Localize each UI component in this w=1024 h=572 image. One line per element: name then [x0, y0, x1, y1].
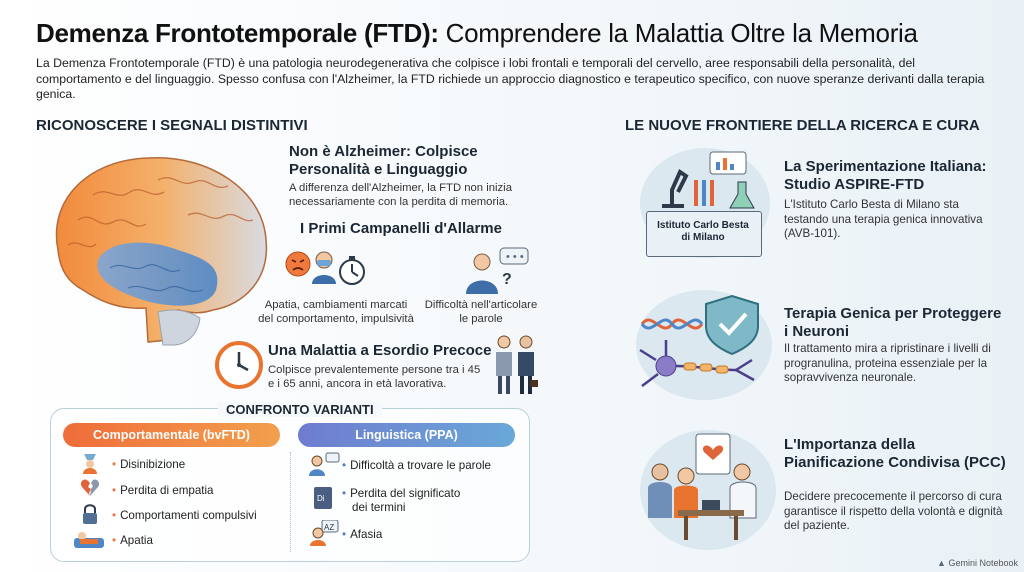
lab-desk [646, 211, 762, 257]
couch-person-icon [74, 532, 104, 548]
variant-b-item-cont: dei termini [352, 501, 406, 514]
variant-a-item: •Disinibizione [112, 458, 186, 471]
behavioral-variant-pill: Comportamentale (bvFTD) [63, 423, 280, 447]
clock-icon [215, 341, 263, 389]
speech-bubble-person-icon [309, 452, 340, 476]
title-bold: Demenza Frontotemporale (FTD): [36, 18, 439, 48]
research-2-text: Il trattamento mira a ripristinare i liv… [784, 342, 991, 384]
lab-microscope-icon [662, 151, 755, 209]
person-mask-icon [312, 251, 336, 284]
research-1-title: La Sperimentazione Italiana: Studio ASPI… [784, 158, 987, 193]
lock-icon [83, 504, 97, 524]
variant-a-item: •Perdita di empatia [112, 484, 214, 497]
stopwatch-icon [339, 256, 365, 285]
angry-face-icon [285, 251, 311, 277]
workers-icon [496, 335, 538, 394]
title-rest: Comprendere la Malattia Oltre la Memoria [438, 18, 918, 48]
intro-text: La Demenza Frontotemporale (FTD) è una p… [36, 56, 985, 101]
not-alzheimer-title: Non è Alzheimer: Colpisce Personalità e … [289, 143, 478, 178]
research-3-text: Decidere precocemente il percorso di cur… [784, 490, 1003, 532]
research-1-text: L'Istituto Carlo Besta di Milano sta tes… [784, 198, 983, 240]
alarm-a-text: Apatia, cambiamenti marcati del comporta… [258, 299, 414, 325]
early-onset-text: Colpisce prevalentemente persone tra i 4… [268, 364, 481, 390]
broken-heart-icon [80, 479, 100, 496]
care-planning-icon [648, 433, 757, 540]
az-person-icon: AZ [310, 520, 339, 546]
variant-a-item: •Apatia [112, 534, 153, 547]
variant-b-item: •Difficoltà a trovare le parole [342, 459, 491, 472]
early-onset-title: Una Malattia a Esordio Precoce [268, 342, 492, 359]
footer-label: Gemini Notebook [948, 558, 1018, 568]
variant-b-item: •Perdita del significato [342, 487, 461, 500]
alarm-b-text: Difficoltà nell'articolare le parole [424, 299, 538, 325]
dna-shield-neuron-icon [639, 294, 759, 387]
gemini-icon: ▲ [937, 558, 946, 568]
variant-a-item: •Comportamenti compulsivi [112, 509, 257, 522]
research-2-title: Terapia Genica per Proteggere i Neuroni [784, 305, 1002, 340]
left-section-title: RICONOSCERE I SEGNALI DISTINTIVI [36, 117, 308, 134]
comparison-title: CONFRONTO VARIANTI [218, 402, 382, 417]
linguistic-variant-pill: Linguistica (PPA) [298, 423, 515, 447]
alarm-title: I Primi Campanelli d'Allarme [300, 220, 502, 237]
dictionary-icon: Di [314, 487, 332, 509]
right-section-title: LE NUOVE FRONTIERE DELLA RICERCA E CURA [625, 117, 980, 134]
svg-text:?: ? [502, 271, 512, 288]
svg-text:Di: Di [317, 494, 325, 503]
page-title: Demenza Frontotemporale (FTD): Comprende… [36, 18, 918, 49]
variant-b-item: •Afasia [342, 528, 383, 541]
not-alzheimer-text: A differenza dell'Alzheimer, la FTD non … [289, 182, 512, 208]
svg-text:AZ: AZ [324, 523, 334, 532]
svg-text:• • •: • • • [506, 251, 524, 263]
lamp-person-icon [83, 454, 97, 474]
speaking-person-icon: • • • ? [466, 247, 529, 294]
lab-label: Istituto Carlo Besta di Milano [657, 220, 749, 243]
comparison-divider [290, 452, 292, 552]
footer-brand: ▲ Gemini Notebook [937, 558, 1018, 568]
research-3-title: L'Importanza della Pianificazione Condiv… [784, 436, 1006, 471]
brain-icon [55, 156, 268, 346]
